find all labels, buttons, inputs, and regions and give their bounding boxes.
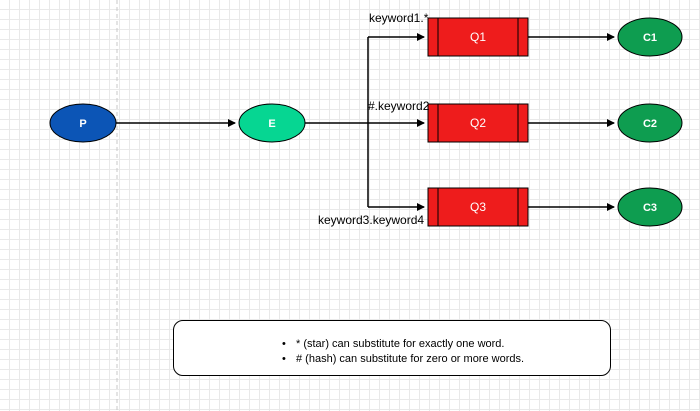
note-hash: • # (hash) can substitute for zero or mor… (282, 352, 524, 367)
exchange-label: E (268, 118, 275, 130)
producer-label: P (79, 118, 86, 130)
consumer-c3: C3 (617, 187, 683, 227)
binding-key-q1: keyword1.* (369, 11, 429, 25)
queue-q1-label: Q1 (470, 30, 486, 44)
consumer-c2-label: C2 (643, 118, 657, 130)
producer-node: P (49, 103, 117, 143)
bullet-icon: • (282, 353, 286, 365)
queue-q2-label: Q2 (470, 116, 486, 130)
queue-q2: Q2 (427, 103, 529, 143)
queue-q3: Q3 (427, 187, 529, 227)
binding-key-q2: #.keyword2 (368, 99, 430, 113)
consumer-c1-label: C1 (643, 32, 657, 44)
note-star: • * (star) can substitute for exactly one… (282, 337, 524, 352)
bullet-icon: • (282, 338, 286, 350)
consumer-c3-label: C3 (643, 202, 657, 214)
consumer-c1: C1 (617, 17, 683, 57)
queue-q1: Q1 (427, 17, 529, 57)
exchange-node: E (238, 103, 306, 143)
binding-key-q3: keyword3.keyword4 (318, 213, 424, 227)
queue-q3-label: Q3 (470, 200, 486, 214)
note-hash-text: # (hash) can substitute for zero or more… (296, 353, 525, 365)
wildcard-notes-box: • * (star) can substitute for exactly one… (173, 320, 611, 376)
consumer-c2: C2 (617, 103, 683, 143)
note-star-text: * (star) can substitute for exactly one … (296, 338, 505, 350)
wildcard-notes-list: • * (star) can substitute for exactly one… (282, 337, 524, 367)
